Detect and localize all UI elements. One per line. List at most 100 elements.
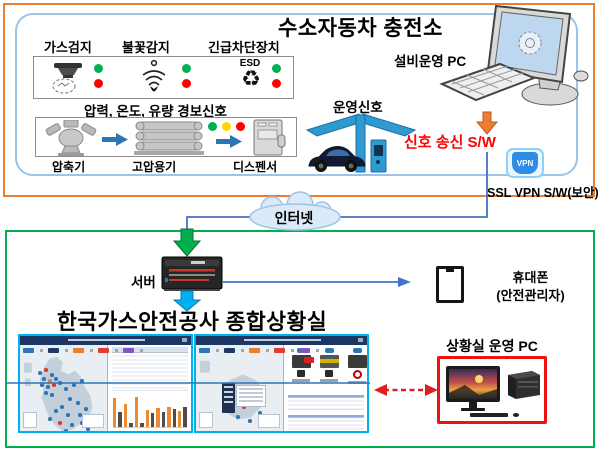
map-marker	[46, 385, 50, 389]
map-marker	[60, 405, 64, 409]
pc-monitor-icon	[446, 366, 500, 411]
equip-column	[345, 348, 367, 384]
bar	[156, 408, 160, 427]
red-light	[94, 79, 103, 88]
legend-count	[266, 349, 269, 352]
bar	[178, 411, 182, 427]
map-popup-panel	[222, 383, 235, 413]
map-marker	[44, 368, 48, 372]
table-header	[112, 347, 188, 353]
map-marker	[72, 383, 76, 387]
map-marker	[66, 413, 70, 417]
operation-signal-label: 운영신호	[333, 100, 383, 115]
bar	[167, 406, 171, 427]
map-mini-legend	[23, 412, 37, 428]
phone-notch	[446, 269, 454, 272]
map-marker	[54, 377, 58, 381]
esd-recycle-icon: ♻	[241, 66, 261, 91]
dispenser-label: 디스펜서	[233, 160, 278, 174]
dashboard-screenshot-2[interactable]	[194, 334, 369, 433]
legend-row	[199, 348, 319, 353]
gas-detector-icon	[52, 63, 82, 94]
map-marker	[80, 379, 84, 383]
map-marker	[84, 407, 88, 411]
flow-arrow-icon	[216, 135, 242, 148]
map-marker	[48, 379, 52, 383]
signal-down-arrow-icon	[475, 111, 499, 135]
compressor-label: 압축기	[52, 160, 86, 174]
gas-detector-status-lights	[94, 64, 103, 88]
flame-detector-status-lights	[182, 64, 191, 88]
vpn-shield: VPN	[512, 152, 538, 174]
legend-chip	[98, 348, 109, 353]
map-marker	[58, 381, 62, 385]
station-title: 수소자동차 충전소	[278, 17, 443, 40]
map-control[interactable]	[82, 414, 104, 428]
map-marker	[258, 411, 262, 415]
server-icon	[161, 256, 223, 291]
bar	[123, 403, 128, 427]
map-marker	[50, 393, 54, 397]
legend-row	[23, 348, 143, 353]
legend-chip	[199, 348, 210, 353]
vessel-status-lights	[208, 122, 245, 131]
map-marker	[42, 377, 46, 381]
vpn-icon: VPN	[506, 148, 544, 178]
bar	[161, 411, 166, 427]
equip-column	[289, 348, 314, 382]
bar	[134, 396, 139, 427]
legend-chip	[123, 348, 134, 353]
red-light	[236, 122, 245, 131]
alarm-signal-label: 압력, 온도, 유량 경보신호	[84, 104, 227, 119]
compressor-icon	[45, 120, 97, 156]
map-marker	[58, 421, 62, 425]
map-marker	[38, 371, 42, 375]
flow-arrow-icon	[102, 133, 128, 146]
vessel-label: 고압용기	[132, 160, 177, 174]
server-label: 서버	[131, 275, 156, 290]
map-marker	[80, 421, 84, 425]
gas-detect-label: 가스검지	[44, 40, 92, 55]
legend-count	[316, 349, 319, 352]
legend-chip	[224, 348, 235, 353]
map-marker	[76, 401, 80, 405]
legend-chip	[73, 348, 84, 353]
red-light	[272, 79, 281, 88]
phone-icon	[436, 266, 464, 303]
dashboard-screenshot-1[interactable]	[18, 334, 193, 433]
bar-chart	[113, 390, 187, 428]
dashboard-table-area	[109, 345, 191, 431]
facility-pc-icon	[439, 4, 589, 106]
mini-table-1	[288, 395, 364, 410]
map-marker	[78, 413, 82, 417]
korea-map	[20, 345, 143, 431]
bar	[118, 411, 122, 427]
facility-pc-label: 설비운영 PC	[394, 54, 467, 69]
yellow-light	[222, 122, 231, 131]
map-marker	[52, 383, 56, 387]
phone-sub-label: (안전관리자)	[496, 288, 565, 303]
map-marker	[236, 415, 240, 419]
legend-chip	[23, 348, 34, 353]
phone-label: 휴대폰	[512, 270, 549, 285]
situation-pc-box	[437, 356, 547, 424]
map-marker	[48, 417, 52, 421]
bar	[172, 409, 177, 427]
charging-station-icon	[305, 113, 417, 173]
pc-keyboard-icon	[470, 413, 508, 417]
pc-tower-icon	[508, 371, 540, 399]
internet-label: 인터넷	[274, 210, 314, 226]
dashboard-header	[196, 336, 367, 345]
green-light	[94, 64, 103, 73]
bar	[150, 412, 155, 427]
alarm-ring-icon	[352, 370, 362, 379]
flame-detect-label: 불꽃감지	[122, 40, 170, 55]
red-light	[182, 79, 191, 88]
legend-count	[140, 349, 143, 352]
green-light	[182, 64, 191, 73]
legend-count	[216, 349, 219, 352]
map-marker	[70, 423, 74, 427]
map-control[interactable]	[258, 414, 280, 428]
table-rows	[112, 353, 188, 391]
esd-status-lights	[272, 64, 281, 88]
